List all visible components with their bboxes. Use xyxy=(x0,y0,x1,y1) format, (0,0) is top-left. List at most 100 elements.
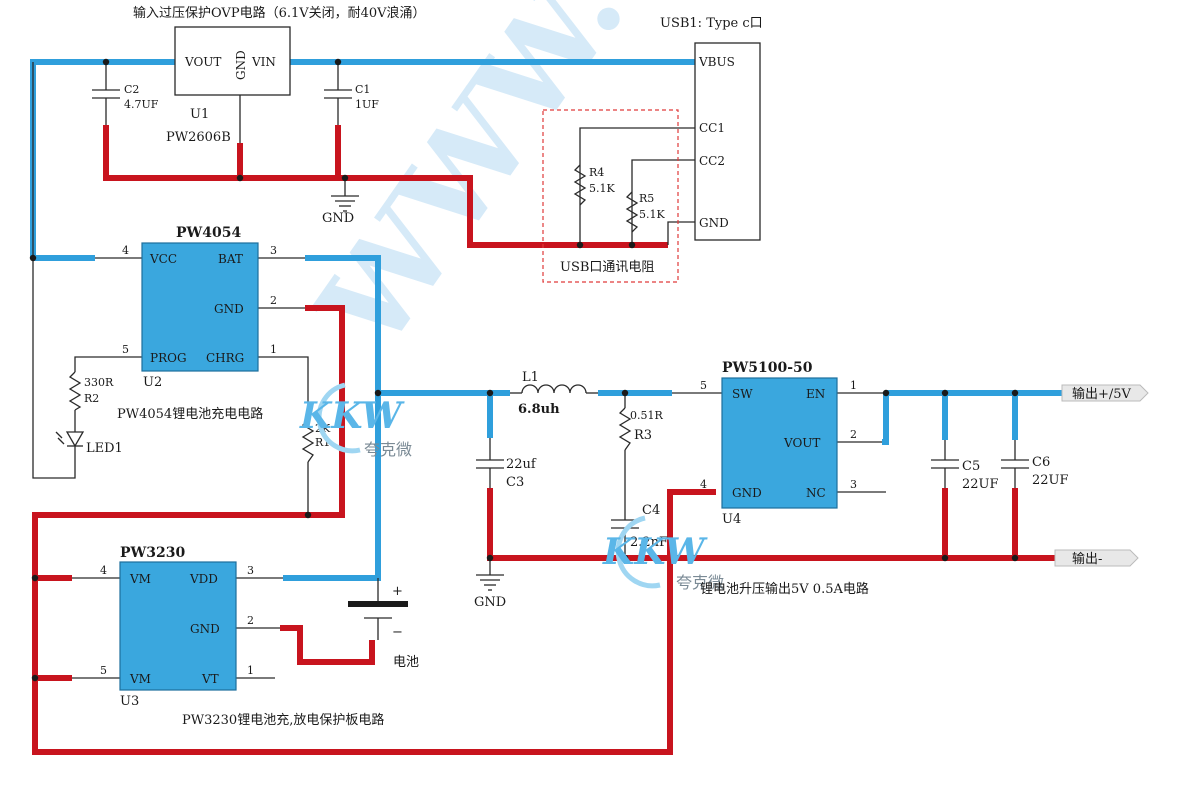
kkw-watermark-logo: KKW 夸克微 xyxy=(299,382,412,459)
c4-ref: C4 xyxy=(642,503,660,518)
u4-boost-chip: PW5100-50 SW EN VOUT GND NC 5 1 2 4 3 U4 xyxy=(700,360,857,527)
u2-pin-bat: BAT xyxy=(218,252,243,266)
u3-num-vm1: 4 xyxy=(100,564,107,577)
usb-pin-vbus: VBUS xyxy=(698,55,735,69)
u2-num-prog: 5 xyxy=(122,343,129,356)
u2-num-chrg: 1 xyxy=(270,343,277,356)
u2-num-vcc: 4 xyxy=(122,244,129,257)
kkw-brand-2: KKW xyxy=(602,531,708,573)
gnd-label-top: GND xyxy=(322,211,354,226)
junction-dots xyxy=(29,58,1019,682)
u3-num-vdd: 3 xyxy=(247,564,254,577)
resistor-r4: R4 5.1K xyxy=(573,164,615,206)
u1-pin-gnd: GND xyxy=(234,50,248,80)
u2-pin-prog: PROG xyxy=(150,351,187,365)
u3-name: PW3230 xyxy=(120,545,185,561)
u4-pin-en: EN xyxy=(806,387,825,401)
u4-num-vout: 2 xyxy=(850,428,857,441)
r3-ref: R3 xyxy=(634,428,652,443)
r2-value: 330R xyxy=(84,376,114,389)
c3-value: 22uf xyxy=(506,457,537,472)
u4-num-gnd: 4 xyxy=(700,478,707,491)
u3-num-vm2: 5 xyxy=(100,664,107,677)
u4-pin-vout: VOUT xyxy=(783,436,820,450)
resistor-r2: 330R R2 xyxy=(68,371,114,411)
battery-label: 电池 xyxy=(393,655,419,670)
l1-ref: L1 xyxy=(522,370,539,385)
kkw-cn-name-2: 夸克微 xyxy=(676,573,724,592)
u3-num-vt: 1 xyxy=(247,664,254,677)
pw3230-caption: PW3230锂电池充,放电保护板电路 xyxy=(182,712,384,728)
usb-typec-connector: USB1: Type c口 VBUS CC1 CC2 GND xyxy=(660,16,763,241)
u3-pin-vdd: VDD xyxy=(189,572,218,586)
battery-minus: − xyxy=(392,625,403,640)
u4-pin-gnd: GND xyxy=(732,486,762,500)
c3-ref: C3 xyxy=(506,475,524,490)
u2-pin-gnd: GND xyxy=(214,302,244,316)
u3-pin-vm1: VM xyxy=(129,572,151,586)
capacitor-c3: 22uf C3 xyxy=(476,457,537,490)
c5-value: 22UF xyxy=(962,477,999,492)
u3-protection-chip: PW3230 VM VDD GND VM VT 4 3 2 5 1 U3 PW3… xyxy=(100,545,384,728)
u2-pin-vcc: VCC xyxy=(149,252,177,266)
capacitor-c1: C1 1UF xyxy=(324,83,379,111)
inductor-l1: L1 6.8uh xyxy=(518,370,587,417)
u1-part: PW2606B xyxy=(166,130,231,145)
kkw-cn-name: 夸克微 xyxy=(364,440,412,459)
u2-num-gnd: 2 xyxy=(270,294,277,307)
u3-pin-gnd: GND xyxy=(190,622,220,636)
gnd-label-mid: GND xyxy=(474,595,506,610)
u2-name: PW4054 xyxy=(176,225,241,241)
out-minus-label: 输出- xyxy=(1072,551,1102,567)
u4-pin-sw: SW xyxy=(732,387,753,401)
kkw-watermark-logo-2: KKW 夸克微 xyxy=(602,515,724,592)
u2-ref: U2 xyxy=(143,375,162,390)
usb-pin-gnd: GND xyxy=(699,216,729,230)
capacitor-c5: C5 22UF xyxy=(931,459,999,492)
u2-num-bat: 3 xyxy=(270,244,277,257)
c4-value: 2.2nF xyxy=(630,535,668,550)
r2-ref: R2 xyxy=(84,392,99,405)
battery-plus: + xyxy=(392,584,403,599)
c6-ref: C6 xyxy=(1032,455,1050,470)
usb-resistor-box: USB口通讯电阻 xyxy=(542,109,679,283)
u4-ref: U4 xyxy=(722,512,741,527)
c5-ref: C5 xyxy=(962,459,980,474)
r3-value: 0.51R xyxy=(630,409,663,422)
c1-value: 1UF xyxy=(355,98,379,111)
u2-pin-chrg: CHRG xyxy=(206,351,244,365)
u3-num-gnd: 2 xyxy=(247,614,254,627)
ground-symbol-mid: GND xyxy=(474,574,506,610)
capacitor-c2: C2 4.7UF xyxy=(92,83,159,111)
resistor-r3: 0.51R R3 xyxy=(618,407,663,451)
usb-pin-cc1: CC1 xyxy=(699,121,725,135)
u4-num-en: 1 xyxy=(850,379,857,392)
pw4054-caption: PW4054锂电池充电电路 xyxy=(117,406,263,422)
out-plus-label: 输出+/5V xyxy=(1072,386,1132,402)
u1-pin-vout: VOUT xyxy=(184,55,221,69)
r4-ref: R4 xyxy=(589,166,604,179)
u3-ref: U3 xyxy=(120,694,139,709)
u4-name: PW5100-50 xyxy=(722,360,813,376)
output-port-negative: 输出- xyxy=(1054,549,1139,567)
c2-ref: C2 xyxy=(124,83,139,96)
l1-value: 6.8uh xyxy=(518,402,560,417)
c6-value: 22UF xyxy=(1032,473,1069,488)
r5-ref: R5 xyxy=(639,192,654,205)
usb-pin-cc2: CC2 xyxy=(699,154,725,168)
u1-ref: U1 xyxy=(190,107,209,122)
capacitor-c6: C6 22UF xyxy=(1001,455,1069,488)
negative-net xyxy=(32,125,1055,755)
u1-ovp-chip: VOUT VIN GND U1 PW2606B xyxy=(166,26,291,145)
u3-pin-vm2: VM xyxy=(129,672,151,686)
resistor-r5: R5 5.1K xyxy=(625,191,665,233)
thin-wiring xyxy=(32,62,1016,679)
usb-header: USB1: Type c口 xyxy=(660,16,763,31)
r4-value: 5.1K xyxy=(589,182,615,195)
c2-value: 4.7UF xyxy=(124,98,159,111)
ovp-title: 输入过压保护OVP电路（6.1V关闭，耐40V浪涌） xyxy=(133,5,426,21)
kkw-brand: KKW xyxy=(299,395,405,437)
u4-num-sw: 5 xyxy=(700,379,707,392)
u3-pin-vt: VT xyxy=(201,672,219,686)
